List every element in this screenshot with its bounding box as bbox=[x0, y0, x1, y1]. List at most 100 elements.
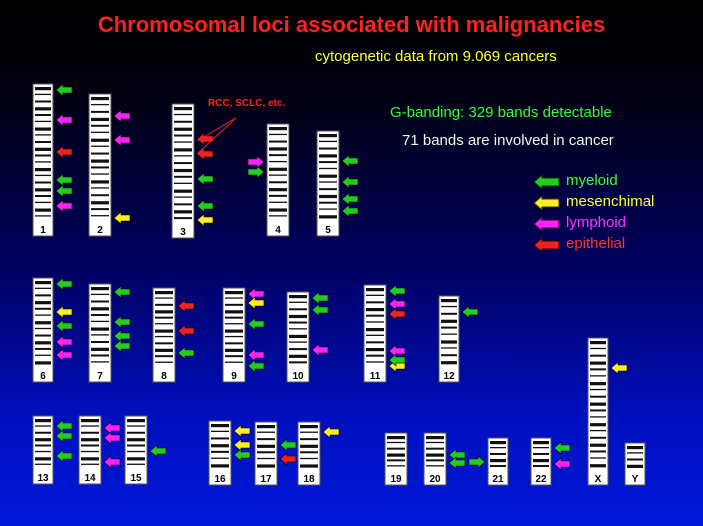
chromosome-label-box bbox=[34, 369, 52, 381]
chromosome-label: 9 bbox=[231, 371, 237, 382]
chromosome-band bbox=[81, 463, 99, 465]
chromosome-band bbox=[533, 447, 549, 449]
chromosome-band bbox=[319, 134, 337, 138]
chromosome-band bbox=[127, 438, 145, 442]
arrow-icon bbox=[196, 213, 214, 227]
chromosome-band bbox=[127, 444, 145, 447]
chromosome-band bbox=[627, 446, 643, 450]
chromosome-label: 15 bbox=[130, 473, 142, 484]
chromosome-9 bbox=[222, 287, 246, 383]
chromosome-band bbox=[174, 189, 192, 193]
arrow-icon bbox=[103, 421, 121, 435]
arrow-icon bbox=[55, 335, 73, 349]
chromosome-label-box bbox=[224, 369, 244, 381]
chromosome-band bbox=[590, 464, 606, 468]
chromosome-band bbox=[127, 425, 145, 427]
chromosome-band bbox=[319, 154, 337, 158]
chromosome-band bbox=[81, 425, 99, 427]
chromosome-band bbox=[490, 459, 506, 463]
chromosome-band bbox=[155, 355, 173, 358]
chromosome-band bbox=[269, 174, 287, 176]
chromosome-band bbox=[590, 368, 606, 371]
chromosome-band bbox=[127, 450, 145, 453]
chromosome-band bbox=[91, 187, 109, 189]
chromosome-band bbox=[269, 201, 287, 203]
chromosome-band bbox=[269, 127, 287, 131]
chromosome-band bbox=[91, 152, 109, 155]
chromosome-band bbox=[289, 301, 307, 303]
chromosome-band bbox=[387, 436, 405, 440]
chromosome-band bbox=[174, 210, 192, 214]
chromosome-band bbox=[590, 429, 606, 432]
chromosome-band bbox=[35, 120, 51, 123]
chromosome-band bbox=[35, 287, 51, 289]
chromosome-band bbox=[533, 459, 549, 463]
chromosome-label: 19 bbox=[390, 474, 402, 485]
chromosome-band bbox=[366, 321, 384, 323]
chromosome-17 bbox=[254, 421, 278, 486]
chromosome-band bbox=[441, 361, 457, 365]
chromosome-band bbox=[441, 340, 457, 344]
chromosome-band bbox=[174, 175, 192, 178]
arrow-icon bbox=[341, 204, 359, 218]
arrow-icon bbox=[113, 339, 131, 353]
cancer-band-count: 71 bands are involved in cancer bbox=[402, 132, 614, 149]
chromosome-band bbox=[441, 354, 457, 357]
chromosome-band bbox=[211, 464, 229, 468]
chromosome-band bbox=[35, 450, 51, 453]
chromosome-band bbox=[300, 431, 318, 433]
chromosome-band bbox=[91, 314, 109, 316]
chromosome-band bbox=[35, 114, 51, 116]
chromosome-12 bbox=[438, 295, 460, 383]
chromosome-band bbox=[366, 288, 384, 292]
chromosome-band bbox=[91, 320, 109, 323]
chromosome-band bbox=[300, 444, 318, 448]
chromosome-band bbox=[35, 463, 51, 465]
chromosome-band bbox=[91, 117, 109, 122]
chromosome-band bbox=[366, 334, 384, 336]
chromosome-band bbox=[35, 161, 51, 163]
chromosome-band bbox=[225, 291, 243, 295]
chromosome-band bbox=[269, 140, 287, 143]
chromosome-band bbox=[155, 335, 173, 338]
arrow-icon bbox=[553, 457, 571, 471]
arrow-icon bbox=[113, 329, 131, 343]
chromosome-label-box bbox=[210, 472, 230, 484]
chromosome-label: 4 bbox=[275, 225, 281, 236]
chromosome-label-box bbox=[173, 225, 193, 237]
arrow-icon bbox=[55, 277, 73, 291]
chromosome-band bbox=[81, 419, 99, 423]
arrow-icon bbox=[388, 344, 406, 358]
chromosome-band bbox=[91, 361, 109, 363]
chromosome-band bbox=[319, 174, 337, 178]
pointer-line bbox=[196, 117, 237, 142]
chromosome-band bbox=[35, 107, 51, 111]
chromosome-band bbox=[155, 348, 173, 352]
chromosome-band bbox=[366, 308, 384, 312]
chromosome-band bbox=[269, 133, 287, 136]
chromosome-band bbox=[269, 181, 287, 184]
chromosome-band bbox=[127, 419, 145, 423]
legend-myeloid: myeloid bbox=[532, 172, 618, 192]
chromosome-band bbox=[35, 281, 51, 285]
chromosome-band bbox=[211, 444, 229, 448]
arrow-icon bbox=[468, 455, 486, 469]
chromosome-label: 13 bbox=[37, 473, 49, 484]
chromosome-band bbox=[174, 141, 192, 143]
chromosome-label: X bbox=[595, 474, 602, 485]
chromosome-label-box bbox=[489, 472, 507, 484]
legend-lymphoid: lymphoid bbox=[532, 214, 626, 234]
chromosome-label: 17 bbox=[260, 474, 272, 485]
chromosome-band bbox=[441, 347, 457, 349]
chromosome-band bbox=[81, 438, 99, 442]
arrow-icon bbox=[247, 348, 265, 362]
chromosome-band bbox=[35, 314, 51, 316]
chromosome-band bbox=[155, 310, 173, 314]
arrow-icon bbox=[311, 343, 329, 357]
chromosome-label: 7 bbox=[97, 371, 103, 382]
arrow-icon bbox=[149, 444, 167, 458]
chromosome-label: 22 bbox=[535, 474, 547, 485]
chromosome-band bbox=[387, 453, 405, 457]
chromosome-band bbox=[174, 217, 192, 220]
chromosome-band bbox=[225, 316, 243, 319]
